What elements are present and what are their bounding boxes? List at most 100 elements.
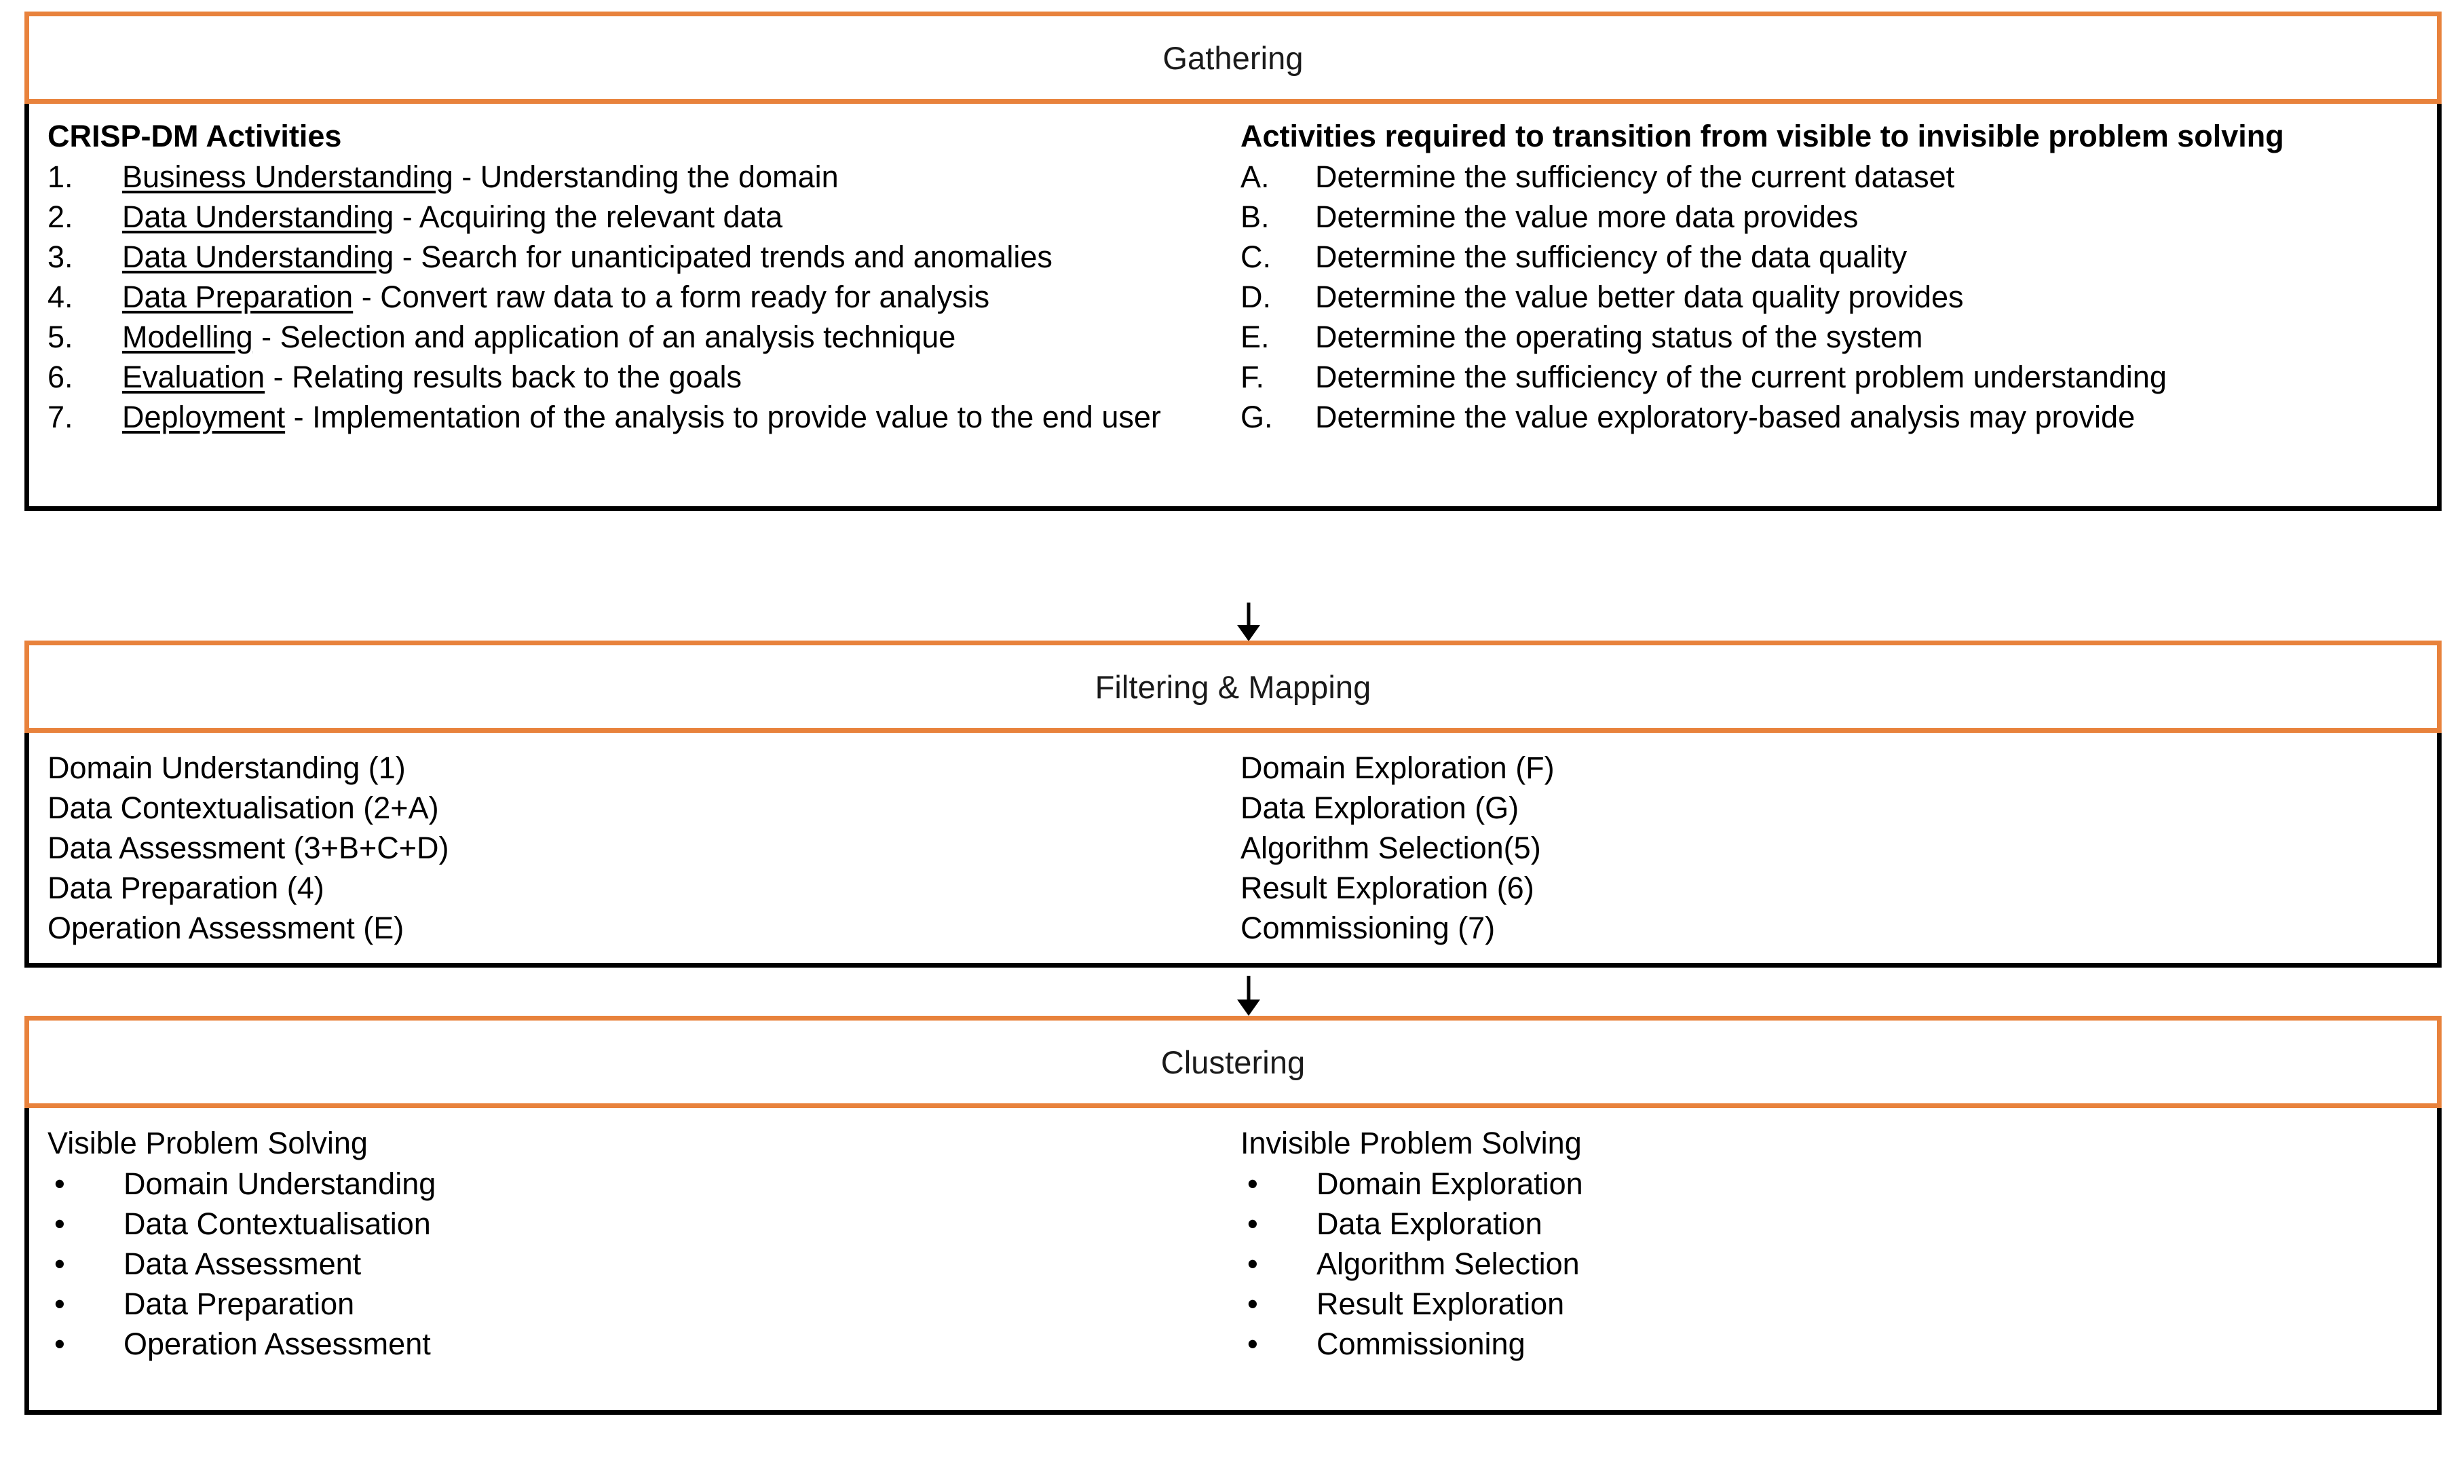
section-header-clustering: Clustering: [24, 1016, 2442, 1108]
section-clustering: Clustering Visible Problem Solving • Doma…: [24, 1016, 2442, 1415]
list-item: 2. Data Understanding - Acquiring the rel…: [48, 197, 1228, 237]
list-item-description: - Selection and application of an analys…: [252, 320, 956, 354]
list-item: 3. Data Understanding - Search for unanti…: [48, 237, 1228, 277]
list-item: A. Determine the sufficiency of the curre…: [1240, 157, 2425, 197]
list-item-description: - Relating results back to the goals: [265, 360, 742, 394]
list-marker: 7.: [48, 400, 73, 434]
list-marker: 2.: [48, 199, 73, 234]
list-item-description: Determine the operating status of the sy…: [1315, 320, 1923, 354]
section-title-gathering: Gathering: [1162, 39, 1304, 76]
list-item: • Data Contextualisation: [48, 1204, 1228, 1244]
list-item: 6. Evaluation - Relating results back to …: [48, 357, 1228, 397]
list-item-label: Data Assessment: [124, 1247, 362, 1281]
list-item-term: Deployment: [122, 400, 286, 434]
list-item: C. Determine the sufficiency of the data …: [1240, 237, 2425, 277]
list-item-description: Determine the sufficiency of the current…: [1315, 159, 1955, 194]
list-marker: 4.: [48, 280, 73, 314]
bullet-icon: •: [1247, 1166, 1258, 1201]
list-item: B. Determine the value more data provides: [1240, 197, 2425, 237]
list-item-description: Determine the value exploratory-based an…: [1315, 400, 2136, 434]
list-item: Data Exploration (G): [1240, 791, 1519, 825]
transition-activities-list: A. Determine the sufficiency of the curre…: [1240, 157, 2425, 437]
list-item-term: Business Understanding: [122, 159, 453, 194]
list-item-description: Determine the value better data quality …: [1315, 280, 1964, 314]
list-item-description: Determine the value more data provides: [1315, 199, 1859, 234]
list-item: Data Contextualisation (2+A): [48, 791, 439, 825]
list-marker: 3.: [48, 240, 73, 274]
list-item-term: Data Preparation: [122, 280, 354, 314]
list-item-description: - Understanding the domain: [453, 159, 839, 194]
list-item: Domain Understanding (1): [48, 750, 406, 785]
list-item: •Result Exploration: [1240, 1284, 2425, 1324]
list-marker: G.: [1240, 400, 1273, 434]
list-item-description: - Acquiring the relevant data: [394, 199, 783, 234]
list-item: E. Determine the operating status of the …: [1240, 317, 2425, 357]
section-header-filtering-mapping: Filtering & Mapping: [24, 641, 2442, 733]
list-item-label: Domain Understanding: [124, 1166, 436, 1201]
list-item: •Operation Assessment: [48, 1324, 1228, 1364]
clustering-right-column: Invisible Problem Solving •Domain Explor…: [1235, 1123, 2436, 1364]
bullet-icon: •: [1247, 1327, 1258, 1361]
list-item: D.Determine the value better data qualit…: [1240, 277, 2425, 317]
list-item-term: Modelling: [122, 320, 253, 354]
list-item-term: Data Understanding: [122, 199, 394, 234]
list-item-term: Data Understanding: [122, 240, 394, 274]
list-marker: F.: [1240, 360, 1265, 394]
bullet-icon: •: [54, 1166, 65, 1201]
gathering-right-column: Activities required to transition from v…: [1235, 116, 2436, 437]
list-item-label: Operation Assessment: [124, 1327, 431, 1361]
invisible-problem-solving-list: • Domain Exploration •Data Exploration • A…: [1240, 1164, 2425, 1364]
list-item-label: Algorithm Selection: [1316, 1247, 1580, 1281]
list-marker: 6.: [48, 360, 73, 394]
filtering-left-column: Domain Understanding (1) Data Contextual…: [29, 748, 1235, 948]
section-header-gathering: Gathering: [24, 12, 2442, 104]
section-body-filtering-mapping: Domain Understanding (1) Data Contextual…: [24, 733, 2442, 968]
list-item: Commissioning (7): [1240, 911, 1496, 945]
list-item: Data Preparation (4): [48, 871, 324, 905]
section-gathering: Gathering CRISP-DM Activities 1. Business…: [24, 12, 2442, 511]
list-item: 7. Deployment - Implementation of the ana…: [48, 397, 1228, 437]
bullet-icon: •: [54, 1206, 65, 1241]
list-item-term: Evaluation: [122, 360, 265, 394]
list-marker: B.: [1240, 199, 1270, 234]
list-item: • Data Assessment: [48, 1244, 1228, 1284]
arrow-filtering-to-clustering: [1228, 976, 1269, 1016]
section-title-filtering-mapping: Filtering & Mapping: [1095, 668, 1371, 705]
list-item-description: - Convert raw data to a form ready for a…: [353, 280, 990, 314]
bullet-icon: •: [54, 1247, 65, 1281]
list-item: • Domain Understanding: [48, 1164, 1228, 1204]
list-item: • Commissioning: [1240, 1324, 2425, 1364]
gathering-left-column: CRISP-DM Activities 1. Business Understan…: [29, 116, 1235, 437]
list-item-description: Determine the sufficiency of the data qu…: [1315, 240, 1908, 274]
list-marker: 1.: [48, 159, 73, 194]
gathering-left-heading: CRISP-DM Activities: [48, 119, 342, 153]
section-body-clustering: Visible Problem Solving • Domain Understa…: [24, 1108, 2442, 1415]
arrow-gathering-to-filtering: [1228, 603, 1269, 642]
list-item-description: - Implementation of the analysis to prov…: [285, 400, 1161, 434]
list-item-label: Commissioning: [1316, 1327, 1525, 1361]
section-filtering-mapping: Filtering & Mapping Domain Understanding…: [24, 641, 2442, 968]
list-item-label: Data Contextualisation: [124, 1206, 431, 1241]
list-item: •Data Preparation: [48, 1284, 1228, 1324]
list-item: 4. Data Preparation - Convert raw data to…: [48, 277, 1228, 317]
list-item-label: Result Exploration: [1316, 1287, 1565, 1321]
list-item: Result Exploration (6): [1240, 871, 1534, 905]
section-title-clustering: Clustering: [1160, 1044, 1306, 1080]
list-marker: E.: [1240, 320, 1270, 354]
list-item-label: Data Preparation: [124, 1287, 355, 1321]
list-item: Data Assessment (3+B+C+D): [48, 831, 449, 865]
list-item: •Data Exploration: [1240, 1204, 2425, 1244]
list-marker: C.: [1240, 240, 1271, 274]
list-marker: A.: [1240, 159, 1270, 194]
list-item: • Domain Exploration: [1240, 1164, 2425, 1204]
list-item: 1. Business Understanding - Understanding…: [48, 157, 1228, 197]
crisp-dm-activities-list: 1. Business Understanding - Understanding…: [48, 157, 1228, 437]
visible-problem-solving-heading: Visible Problem Solving: [48, 1126, 368, 1160]
list-item: G. Determine the value exploratory-based …: [1240, 397, 2425, 437]
filtering-right-column: Domain Exploration (F) Data Exploration …: [1235, 748, 2436, 948]
list-item-description: Determine the sufficiency of the current…: [1315, 360, 2167, 394]
list-item-label: Domain Exploration: [1316, 1166, 1583, 1201]
list-item-description: - Search for unanticipated trends and an…: [394, 240, 1053, 274]
clustering-left-column: Visible Problem Solving • Domain Understa…: [29, 1123, 1235, 1364]
